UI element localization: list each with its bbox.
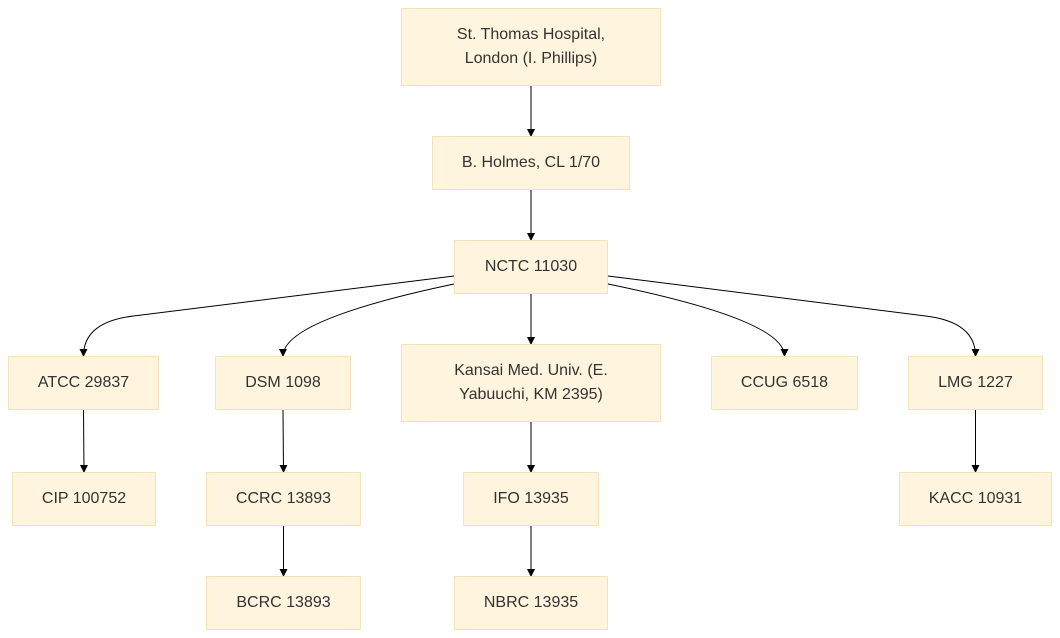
edge-nctc-to-atcc <box>79 275 455 357</box>
node-ccug-6518: CCUG 6518 <box>711 356 858 410</box>
node-label: Kansai Med. Univ. (E. Yabuuchi, KM 2395) <box>454 362 608 403</box>
node-ifo-13935: IFO 13935 <box>463 472 599 526</box>
node-atcc-29837: ATCC 29837 <box>8 356 159 410</box>
node-kansai-med-univ: Kansai Med. Univ. (E. Yabuuchi, KM 2395) <box>401 344 661 422</box>
node-label: NCTC 11030 <box>484 258 578 275</box>
node-st-thomas-hospital: St. Thomas Hospital, London (I. Phillips… <box>401 8 661 86</box>
edge-nctc-to-lmg <box>607 275 980 357</box>
node-kacc-10931: KACC 10931 <box>899 472 1052 526</box>
edge-nctc-to-dsm <box>279 283 455 357</box>
node-label: DSM 1098 <box>245 374 321 391</box>
node-label: ATCC 29837 <box>37 374 130 391</box>
node-label: NBRC 13935 <box>483 594 579 611</box>
node-label: KACC 10931 <box>928 490 1023 507</box>
node-b-holmes: B. Holmes, CL 1/70 <box>432 136 630 190</box>
node-label: BCRC 13893 <box>236 594 331 611</box>
node-label: CCUG 6518 <box>740 374 829 391</box>
edge-atcc-to-cip <box>79 409 88 473</box>
node-bcrc-13893: BCRC 13893 <box>206 576 361 630</box>
node-label: CCRC 13893 <box>235 490 332 507</box>
node-ccrc-13893: CCRC 13893 <box>206 472 361 526</box>
node-nbrc-13935: NBRC 13935 <box>454 576 608 630</box>
node-lmg-1227: LMG 1227 <box>908 356 1043 410</box>
node-dsm-1098: DSM 1098 <box>215 356 351 410</box>
node-label: CIP 100752 <box>41 490 127 507</box>
edge-dsm-to-ccrc <box>279 409 288 473</box>
node-label: B. Holmes, CL 1/70 <box>461 154 601 171</box>
node-label: LMG 1227 <box>938 374 1013 391</box>
node-cip-100752: CIP 100752 <box>12 472 156 526</box>
edge-nctc-to-ccug <box>607 283 789 357</box>
node-label: St. Thomas Hospital, London (I. Phillips… <box>456 26 606 67</box>
node-nctc-11030: NCTC 11030 <box>454 240 608 294</box>
node-label: IFO 13935 <box>493 490 569 507</box>
